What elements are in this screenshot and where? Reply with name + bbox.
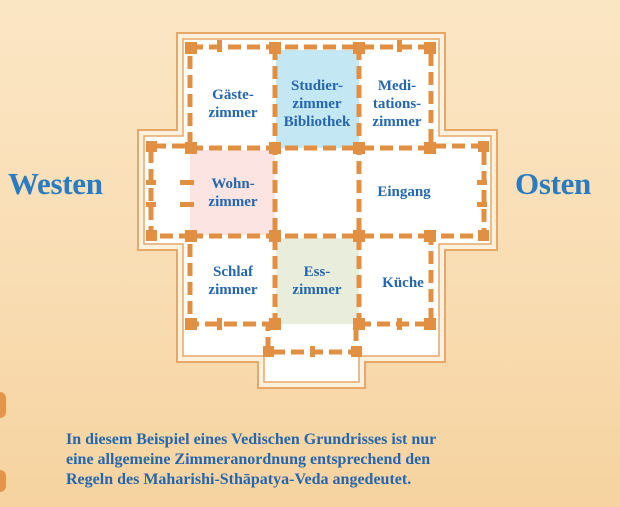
caption-line: eine allgemeine Zimmeranordnung entsprec… (66, 451, 431, 468)
caption-line: In diesem Beispiel eines Vedischen Grund… (66, 431, 437, 448)
studier-room-fill (276, 50, 359, 148)
east-label: Osten (515, 166, 592, 201)
room-gaestezimmer: Gäste- zimmer (208, 87, 258, 121)
room-studierzimmer: Studier- zimmer Bibliothek (283, 78, 351, 130)
room-esszimmer: Ess- zimmer (292, 264, 342, 298)
wohn-room-fill (190, 150, 275, 235)
room-wohnzimmer: Wohn- zimmer (208, 176, 258, 210)
caption-line: Regeln des Maharishi-Sthāpatya-Veda ange… (66, 471, 412, 488)
floor-plan (137, 32, 498, 389)
caption: In diesem Beispiel eines Vedischen Grund… (66, 430, 596, 490)
edge-mark (0, 392, 6, 418)
west-label: Westen (8, 166, 103, 201)
edge-mark (0, 470, 6, 492)
inner-boundary (143, 38, 492, 383)
room-meditationszimmer: Medi- tations- zimmer (372, 78, 422, 130)
ess-room-fill (276, 238, 359, 324)
room-kueche: Küche (382, 275, 424, 291)
room-schlafzimmer: Schlaf zimmer (208, 264, 258, 298)
room-eingang: Eingang (377, 184, 431, 200)
pillars (146, 40, 489, 357)
